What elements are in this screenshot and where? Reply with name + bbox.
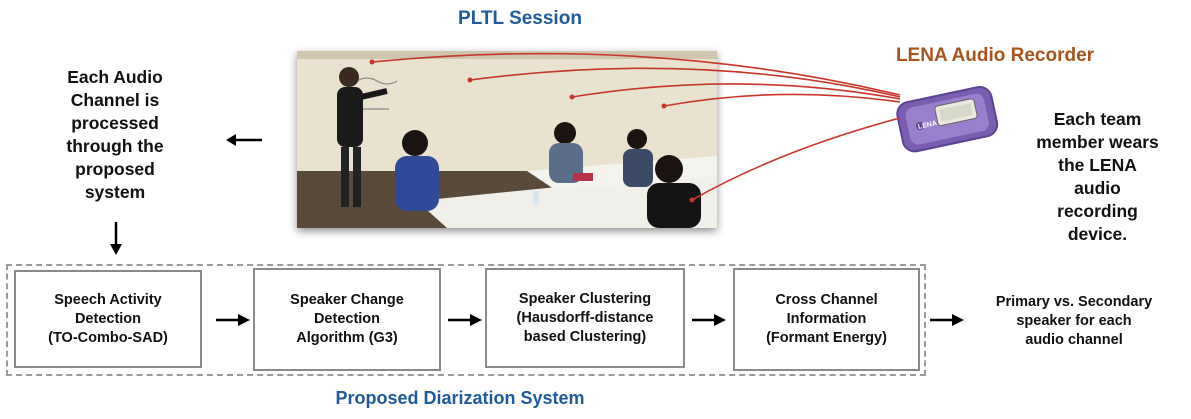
lena-device-icon [896, 85, 999, 153]
session-title: PLTL Session [458, 8, 582, 29]
right-arrow-icon [448, 314, 482, 326]
connector-line-3 [571, 83, 901, 100]
connector-line-5 [691, 117, 901, 201]
pltl-session-photo [297, 51, 717, 228]
right-note: Each team member wears the LENA audio re… [1036, 109, 1159, 244]
pipeline-step-cross-channel-information: Cross Channel Information (Formant Energ… [733, 268, 920, 371]
connector-line-1 [371, 52, 901, 96]
output-label: Primary vs. Secondary speaker for each a… [995, 294, 1153, 348]
right-arrow-icon [930, 314, 964, 326]
left-note: Each Audio Channel is processed through … [66, 67, 164, 202]
left-arrow-icon [226, 134, 262, 146]
diarization-system-container [6, 264, 926, 376]
pipeline-step-speaker-clustering: Speaker Clustering (Hausdorff-distance b… [485, 268, 685, 368]
pipeline-step-speech-activity-detection: Speech Activity Detection (TO-Combo-SAD) [14, 270, 202, 368]
connector-dot-1 [369, 59, 375, 65]
right-arrow-icon [692, 314, 726, 326]
recorder-title: LENA Audio Recorder [895, 45, 1095, 66]
down-arrow-icon [110, 222, 122, 255]
connector-line-2 [469, 67, 901, 98]
connector-dot-4 [661, 103, 667, 109]
connector-dot-5 [689, 197, 695, 203]
right-arrow-icon [216, 314, 250, 326]
connector-dot-3 [569, 94, 575, 100]
pipeline-step-speaker-change-detection: Speaker Change Detection Algorithm (G3) [253, 268, 441, 371]
connector-dot-2 [467, 77, 473, 83]
system-title: Proposed Diarization System [335, 388, 585, 408]
connector-line-4 [663, 93, 901, 107]
